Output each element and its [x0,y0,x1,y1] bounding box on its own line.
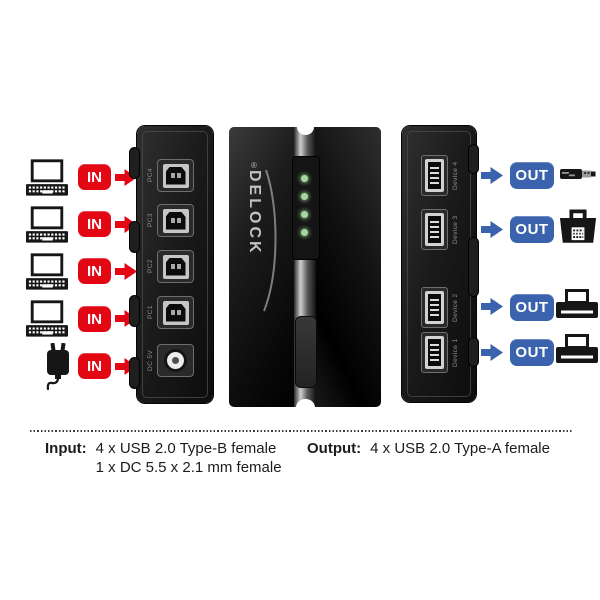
registered-mark: ® [251,161,257,170]
printer-icon [556,289,598,325]
out-badge: OUT [510,294,554,321]
out-badge: OUT [510,216,554,243]
status-led-3 [301,211,308,218]
port-label-pc3: PC3 [147,213,154,228]
out-badge: OUT [510,339,554,366]
power-adapter-icon [43,343,73,391]
laptop-icon [26,206,68,243]
arrow-right-icon [481,166,503,185]
usb-b-port-pc1 [157,296,194,329]
in-badge: IN [78,306,111,332]
usb-a-port-device1 [421,332,448,373]
port-label-device1: Device 1 [452,338,459,367]
status-led-1 [301,175,308,182]
arrow-right-icon [481,220,503,239]
status-led-2 [301,193,308,200]
in-badge: IN [78,164,111,190]
usb-a-port-device2 [421,287,448,328]
status-led-4 [301,229,308,236]
arrow-right-icon [481,297,503,316]
led-indicator-panel [292,156,320,260]
rear-panel-frame [142,131,208,398]
hinge-notch-top [297,119,314,135]
port-label-device2: Device 2 [452,293,459,322]
device-top-left-half [229,127,299,407]
printer-icon [556,334,598,370]
usb-b-port-pc4 [157,159,194,192]
device-top-right-half [311,127,381,407]
input-spec-line-1: 4 x USB 2.0 Type-B female [95,440,277,457]
rear-panel-edge-bump [130,296,139,326]
divider-dotted-line [30,430,572,432]
arrow-right-icon [481,343,503,362]
in-badge: IN [78,258,111,284]
out-badge: OUT [510,162,554,189]
front-panel-edge-bump [469,338,478,366]
input-spec-line-2: 1 x DC 5.5 x 2.1 mm female [95,459,282,476]
laptop-icon [26,253,68,290]
brand-swoosh [263,169,277,312]
input-spec: Input: 4 x USB 2.0 Type-B female 1 x DC … [45,439,282,477]
usb-a-port-device3 [421,209,448,250]
dc-power-jack [157,344,194,377]
arrow-right-icon [115,262,137,281]
usb-b-port-pc3 [157,204,194,237]
port-label-pc1: PC1 [147,305,154,320]
port-label-device4: Device 4 [452,161,459,190]
selector-button [295,316,317,388]
brand-logo-text: DELOCK [246,170,263,256]
in-badge: IN [78,353,111,379]
rear-panel-edge-bump [130,148,139,178]
hinge-notch-bottom [296,399,315,416]
rear-panel-edge-bump [130,358,139,388]
front-panel-edge-bump [469,145,478,173]
port-label-device3: Device 3 [452,215,459,244]
usb-b-port-pc2 [157,250,194,283]
port-label-dc5v: DC 5V [147,349,154,372]
usb-flash-drive-icon [560,167,596,181]
output-spec-line-1: 4 x USB 2.0 Type-A female [370,440,550,457]
output-spec-label: Output: [307,440,362,457]
port-label-pc4: PC4 [147,168,154,183]
rear-panel-edge-bump [130,222,139,252]
in-badge: IN [78,211,111,237]
laptop-icon [26,300,68,337]
input-spec-label: Input: [45,440,87,457]
output-spec-lines: 4 x USB 2.0 Type-A female [370,439,550,458]
output-spec: Output: 4 x USB 2.0 Type-A female [307,439,550,458]
usb-a-port-device4 [421,155,448,196]
brand-logo: ® DELOCK [241,162,267,327]
input-spec-lines: 4 x USB 2.0 Type-B female 1 x DC 5.5 x 2… [96,439,282,477]
laptop-icon [26,159,68,196]
front-panel-edge-bump [469,238,478,296]
scanner-icon [559,206,597,251]
port-label-pc2: PC2 [147,259,154,274]
